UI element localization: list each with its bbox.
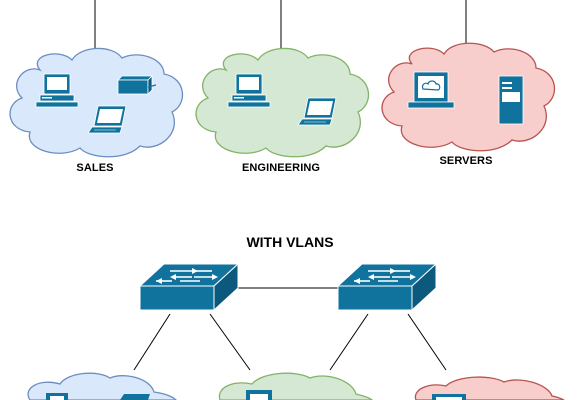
- cloud-engineering-vlan: [218, 372, 373, 400]
- group-label-sales: SALES: [76, 162, 114, 174]
- link-line: [329, 313, 369, 371]
- group-label-servers: SERVERS: [439, 155, 493, 167]
- link-line: [407, 313, 447, 371]
- cloud-servers: [381, 42, 556, 152]
- server-tower-icon: [498, 75, 524, 125]
- laptop-icon: [120, 394, 150, 400]
- link-line: [133, 313, 171, 371]
- cloud-engineering: [195, 47, 370, 158]
- network-switch-icon: [139, 263, 239, 311]
- group-label-engineering: ENGINEERING: [241, 162, 321, 174]
- server-monitor-icon: [407, 71, 455, 109]
- printer-icon: [117, 75, 157, 95]
- section-heading: WITH VLANS: [246, 234, 334, 250]
- network-switch-icon: [337, 263, 437, 311]
- link-line: [209, 313, 251, 371]
